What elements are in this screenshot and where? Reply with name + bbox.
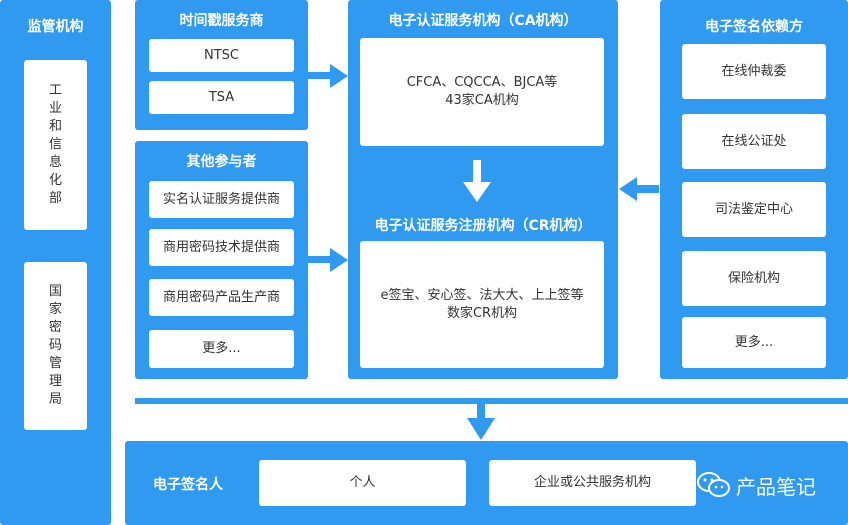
arrow-down-signer <box>467 402 495 440</box>
regulator-oscca-label: 国家密码管理局 <box>48 284 62 407</box>
arrow-right-others <box>308 248 348 272</box>
others-item-identity: 实名认证服务提供商 <box>149 181 294 218</box>
relying-item-more: 更多... <box>682 317 826 368</box>
others-panel: 其他参与者 实名认证服务提供商 商用密码技术提供商 商用密码产品生产商 更多..… <box>135 141 308 379</box>
timestamp-item-ntsc: NTSC <box>149 39 294 72</box>
arrow-right-timestamp <box>308 64 348 88</box>
ca-line2: 43家CA机构 <box>445 93 519 108</box>
relying-title: 电子签名依赖方 <box>705 19 803 35</box>
relying-item-forensics: 司法鉴定中心 <box>682 182 826 237</box>
timestamp-item-tsa: TSA <box>149 81 294 114</box>
others-item-more: 更多... <box>149 330 294 368</box>
relying-panel: 电子签名依赖方 在线仲裁委 在线公证处 司法鉴定中心 保险机构 更多... <box>660 0 848 379</box>
others-item-crypto-product: 商用密码产品生产商 <box>149 279 294 316</box>
ca-line1: CFCA、CQCCA、BJCA等 <box>406 75 558 90</box>
regulator-miit-label: 工业和信息化部 <box>48 83 62 206</box>
regulators-title: 监管机构 <box>27 19 84 35</box>
watermark-text: 产品笔记 <box>736 474 816 499</box>
regulator-miit: 工业和信息化部 <box>24 60 87 230</box>
others-title: 其他参与者 <box>186 154 257 170</box>
relying-item-insurance: 保险机构 <box>682 251 826 306</box>
relying-item-arbitration: 在线仲裁委 <box>682 44 826 99</box>
signer-item-org: 企业或公共服务机构 <box>489 460 696 506</box>
signer-item-person: 个人 <box>259 460 466 506</box>
ca-cr-panel: 电子认证服务机构（CA机构） CFCA、CQCCA、BJCA等 43家CA机构 … <box>348 0 618 379</box>
regulators-panel: 监管机构 工业和信息化部 国家密码管理局 <box>0 0 111 525</box>
ca-box: CFCA、CQCCA、BJCA等 43家CA机构 <box>360 38 604 146</box>
cr-line2: 数家CR机构 <box>446 305 518 321</box>
timestamp-panel: 时间戳服务商 NTSC TSA <box>135 0 308 130</box>
regulator-oscca: 国家密码管理局 <box>24 262 87 430</box>
watermark: 产品笔记 <box>696 470 816 500</box>
ca-title: 电子认证服务机构（CA机构） <box>388 13 578 29</box>
signer-title: 电子签名人 <box>153 477 223 493</box>
timestamp-title: 时间戳服务商 <box>179 13 264 29</box>
arrow-down-ca-cr <box>463 160 491 202</box>
connector-line <box>135 398 848 404</box>
relying-item-notary: 在线公证处 <box>682 114 826 169</box>
others-item-crypto-tech: 商用密码技术提供商 <box>149 229 294 266</box>
cr-box: e签宝、安心签、法大大、上上签等 数家CR机构 <box>360 241 604 368</box>
signer-panel: 电子签名人 个人 企业或公共服务机构 <box>125 441 848 525</box>
arrow-left-relying <box>619 177 659 201</box>
wechat-icon <box>697 472 730 497</box>
cr-line1: e签宝、安心签、法大大、上上签等 <box>380 287 584 303</box>
cr-title: 电子认证服务注册机构（CR机构） <box>374 218 592 234</box>
